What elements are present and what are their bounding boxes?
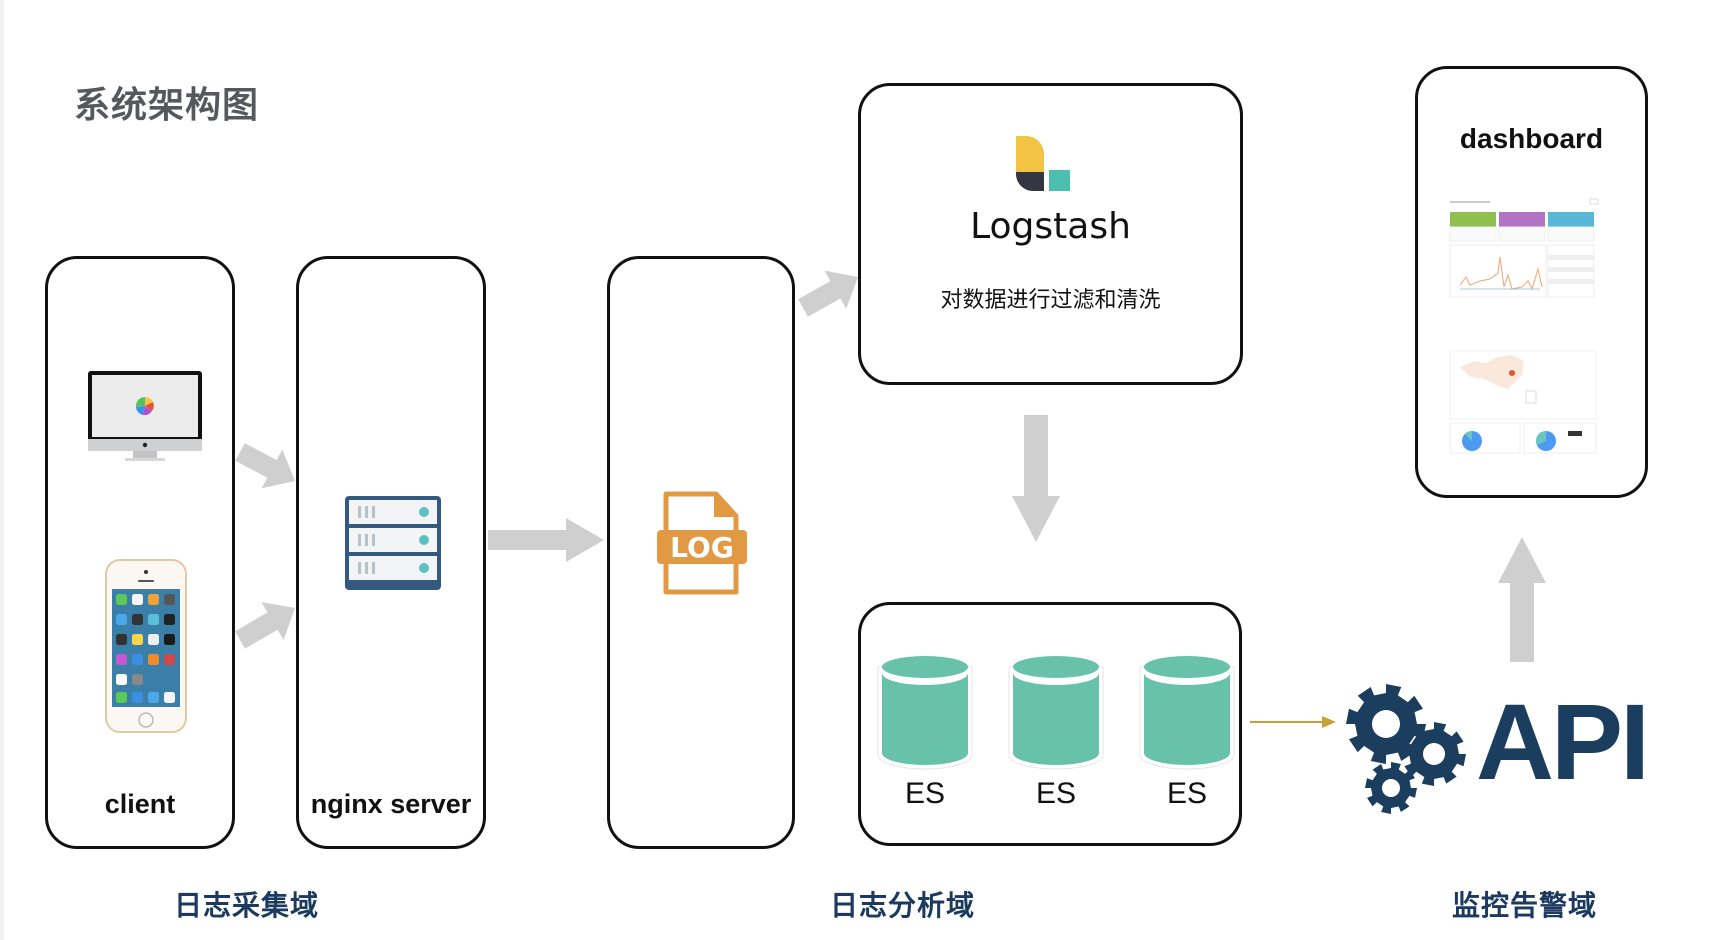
arrow-logstash-to-es	[1012, 415, 1060, 542]
arrow-imac-to-nginx	[235, 443, 295, 489]
arrow-es-to-api-head	[1322, 716, 1336, 728]
es-node: ES	[1006, 651, 1106, 831]
server-rack-icon	[345, 496, 441, 590]
gear-icon	[1402, 722, 1466, 786]
domain-label-analysis: 日志分析域	[830, 889, 976, 922]
es-label: ES	[904, 777, 946, 810]
api-label: API	[1476, 681, 1650, 802]
client-node: client	[45, 256, 235, 849]
imac-icon	[88, 371, 202, 461]
log-file-icon: LOG	[657, 491, 747, 595]
dashboard-node: dashboard	[1415, 66, 1648, 498]
gears-icon	[1346, 684, 1466, 814]
logstash-title: Logstash	[970, 206, 1131, 247]
es-node: ES	[1137, 651, 1237, 831]
page-title: 系统架构图	[74, 85, 260, 126]
left-edge-strip	[0, 0, 4, 940]
logstash-node: Logstash 对数据进行过滤和清洗	[858, 83, 1243, 385]
es-cluster-node: ES ES ES	[858, 602, 1242, 846]
arrow-api-to-dashboard	[1498, 537, 1546, 662]
es-label: ES	[1035, 777, 1077, 810]
database-cylinder-icon	[1008, 656, 1104, 770]
log-icon-text: LOG	[670, 531, 734, 564]
nginx-label: nginx server	[310, 789, 472, 819]
dashboard-screenshot-icon	[1449, 198, 1599, 454]
gear-icon	[1365, 762, 1417, 814]
arrow-iphone-to-nginx	[235, 602, 295, 649]
es-label: ES	[1166, 777, 1208, 810]
log-node: LOG	[607, 256, 795, 849]
client-label: client	[104, 789, 176, 819]
dashboard-title: dashboard	[1459, 123, 1604, 154]
iphone-icon	[105, 559, 187, 733]
arrow-log-to-logstash	[798, 270, 858, 317]
nginx-node: nginx server	[296, 256, 486, 849]
database-cylinder-icon	[1139, 656, 1235, 770]
logstash-description: 对数据进行过滤和清洗	[940, 288, 1161, 313]
domain-label-collection: 日志采集域	[174, 889, 320, 922]
domain-label-monitoring: 监控告警域	[1452, 889, 1598, 922]
es-node: ES	[875, 651, 975, 831]
logstash-logo-icon	[1016, 136, 1070, 191]
arrow-nginx-to-log	[488, 518, 604, 562]
database-cylinder-icon	[877, 656, 973, 770]
